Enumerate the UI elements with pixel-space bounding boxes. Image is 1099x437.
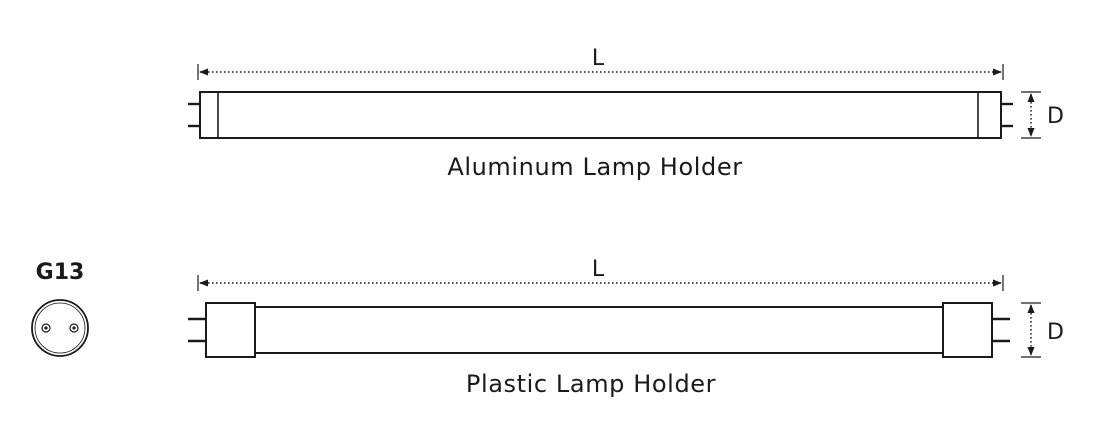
aluminum-left-pins [188, 102, 200, 128]
aluminum-caption: Aluminum Lamp Holder [447, 153, 742, 181]
plastic-left-end-cap [205, 302, 256, 358]
plastic-right-end-cap [942, 302, 993, 358]
plastic-length-label: L [592, 257, 605, 282]
plastic-tube-body [254, 306, 944, 354]
plastic-tube-group: L D Plastic Lamp Holder [188, 257, 1064, 398]
aluminum-diameter-dimension [1021, 91, 1041, 139]
aluminum-tube-group: L D Aluminum Lamp Holder [188, 46, 1064, 181]
g13-base-label: G13 [36, 260, 85, 285]
aluminum-diameter-label: D [1047, 104, 1064, 129]
aluminum-length-label: L [592, 46, 605, 71]
plastic-length-dimension [197, 275, 1004, 291]
aluminum-tube-body [199, 91, 1002, 139]
aluminum-length-dimension [197, 64, 1004, 80]
g13-base-icon [31, 299, 89, 357]
plastic-diameter-label: D [1047, 320, 1064, 345]
plastic-left-pins [188, 317, 206, 343]
plastic-diameter-dimension [1021, 302, 1041, 358]
g13-base-group: G13 [31, 260, 89, 357]
aluminum-right-pins [1001, 102, 1013, 128]
plastic-caption: Plastic Lamp Holder [466, 370, 716, 398]
plastic-right-pins [992, 317, 1010, 343]
